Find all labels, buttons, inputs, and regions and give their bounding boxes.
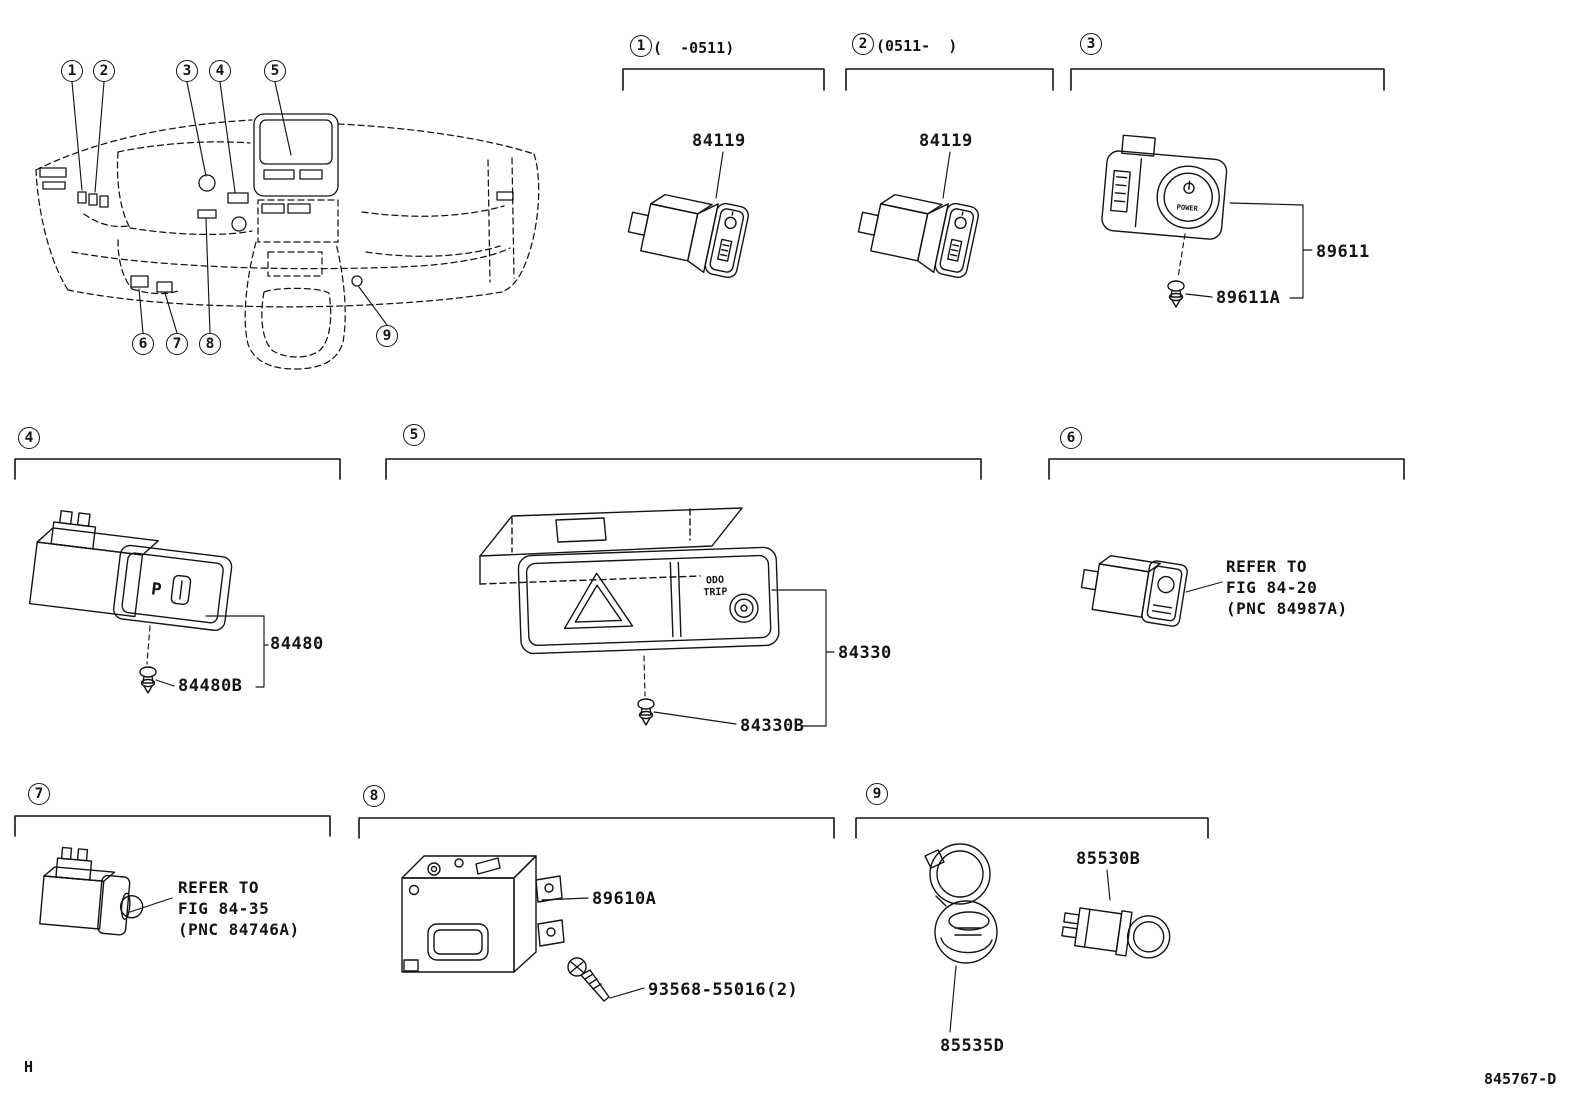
section-6-number: 6 [1060, 427, 1082, 449]
part-85535D-illustration [924, 843, 998, 1033]
part-89611-illustration: POWER [1101, 134, 1313, 308]
part-84330-illustration: ODO TRIP [479, 507, 835, 727]
callout-6: 6 [132, 333, 154, 355]
fastener-89611A-illustration [1167, 280, 1185, 308]
callout-2: 2 [93, 60, 115, 82]
section-7-number: 7 [28, 783, 50, 805]
park-face-label: P [150, 579, 163, 600]
dashboard-details [39, 113, 514, 293]
part-number-85535D: 85535D [940, 1036, 1005, 1056]
doc-number: 845767-D [1484, 1070, 1557, 1088]
callout-4: 4 [209, 60, 231, 82]
refer-note-fig84-35: REFER TO FIG 84-35 (PNC 84746A) [178, 878, 300, 939]
section-2-qualifier: (0511- ) [876, 37, 958, 55]
part-89610A-illustration [401, 855, 645, 1002]
part-number-84119-late: 84119 [919, 131, 973, 151]
part-number-84330: 84330 [838, 643, 892, 663]
odo-face-label: ODO [706, 575, 724, 587]
section-brackets [14, 68, 1405, 839]
part-84119-early-illustration [627, 151, 749, 279]
trip-face-label: TRIP [703, 587, 727, 599]
part-84480-illustration: P [28, 510, 269, 694]
fastener-84480B-illustration [139, 666, 157, 694]
part-number-84480: 84480 [270, 634, 324, 654]
part-number-89610A: 89610A [592, 889, 657, 909]
part-number-85530B: 85530B [1076, 849, 1141, 869]
corner-mark: H [24, 1058, 34, 1076]
power-button-label: POWER [1176, 203, 1198, 213]
section-8-number: 8 [363, 785, 385, 807]
fastener-84330B-illustration [637, 698, 655, 726]
callout-9: 9 [376, 325, 398, 347]
part-number-84480B: 84480B [178, 676, 243, 696]
callout-7: 7 [166, 333, 188, 355]
part-number-84119-early: 84119 [692, 131, 746, 151]
part-85530B-illustration [1061, 869, 1171, 959]
dashboard-sketch [35, 119, 540, 370]
part-number-89611: 89611 [1316, 242, 1370, 262]
section-1-qualifier: ( -0511) [653, 39, 735, 57]
screw-93568-illustration [567, 957, 610, 1002]
part-84119-late-illustration [857, 151, 979, 279]
section-1-number: 1 [630, 35, 652, 57]
section-3-number: 3 [1080, 33, 1102, 55]
part-number-84330B: 84330B [740, 716, 805, 736]
callout-5: 5 [264, 60, 286, 82]
section-9-number: 9 [866, 783, 888, 805]
section-4-number: 4 [18, 427, 40, 449]
callout-3: 3 [176, 60, 198, 82]
refer-note-fig84-20: REFER TO FIG 84-20 (PNC 84987A) [1226, 557, 1348, 618]
section-5-number: 5 [403, 424, 425, 446]
callout-leader-lines [71, 81, 388, 334]
section-2-number: 2 [852, 33, 874, 55]
callout-1: 1 [61, 60, 83, 82]
part-number-93568-55016: 93568-55016(2) [648, 980, 799, 1000]
part-fig84-20-switch-illustration [1080, 554, 1223, 627]
part-fig84-35-switch-illustration [39, 846, 173, 936]
part-number-89611A: 89611A [1216, 288, 1281, 308]
callout-8: 8 [199, 333, 221, 355]
